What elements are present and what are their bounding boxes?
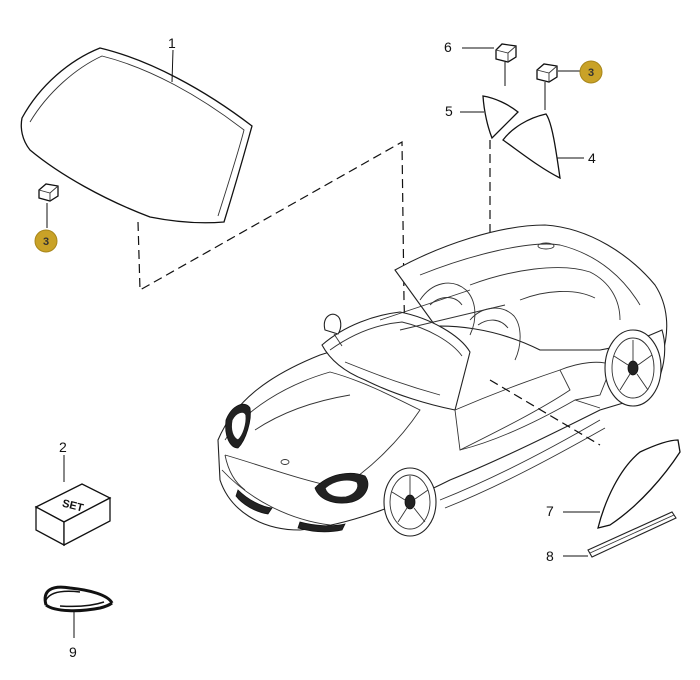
callout-3-right: 3 <box>588 67 594 79</box>
set-box-label: SET <box>61 498 85 515</box>
set-box-part-2[interactable]: SET <box>34 483 112 547</box>
sealing-cord-part-9[interactable] <box>43 585 114 613</box>
callout-badge-3-left: 3 <box>34 229 58 253</box>
quarter-window-part-4[interactable] <box>502 113 561 180</box>
seal-strip-part-8[interactable] <box>587 511 677 558</box>
callout-3-left: 3 <box>43 236 49 248</box>
side-window-part-7[interactable] <box>597 439 681 529</box>
callout-8: 8 <box>546 548 554 564</box>
leader-1 <box>171 49 174 83</box>
callout-7: 7 <box>546 503 554 519</box>
callout-badge-3-right: 3 <box>579 60 603 84</box>
side-window-guide-line <box>489 379 601 446</box>
callout-2: 2 <box>59 439 67 455</box>
callout-1: 1 <box>168 35 176 51</box>
windshield-part-1[interactable] <box>20 47 253 224</box>
callout-5: 5 <box>445 103 453 119</box>
clip-part-3-left[interactable] <box>38 183 59 202</box>
callout-4: 4 <box>588 150 596 166</box>
callout-6: 6 <box>444 39 452 55</box>
clip-part-6[interactable] <box>495 43 517 63</box>
callout-9: 9 <box>69 644 77 660</box>
clip-part-3-right[interactable] <box>536 63 558 83</box>
quarter-window-part-5[interactable] <box>482 95 519 140</box>
car-illustration <box>217 224 668 537</box>
